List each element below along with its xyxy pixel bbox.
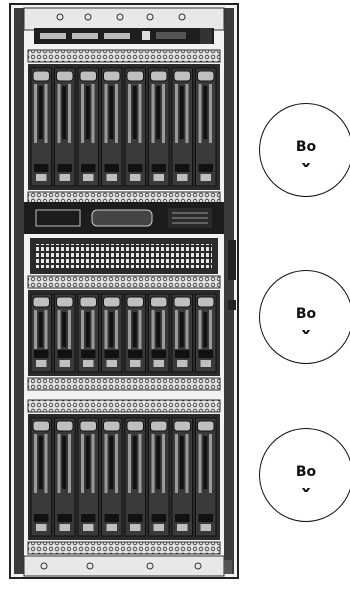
callout-circle-2: Box [259,270,350,364]
cage-vent-strip-top [27,275,221,289]
upper-drive-cage [27,49,221,205]
drive-bay [101,417,123,537]
vent-grille [30,238,218,274]
drive-bay [54,293,76,373]
rack-right-rail [224,8,234,574]
front-control-panel [34,28,214,44]
bottom-bezel [23,555,232,577]
drive-bay [171,67,193,187]
drive-bay [54,417,76,537]
callout-label-3: Box [295,464,317,492]
callout-label-1: Box [295,139,317,167]
cage-vent-strip-bottom [27,377,221,391]
drive-bay [124,67,146,187]
drive-bay [195,417,217,537]
middle-drive-cage [27,275,221,391]
drive-bay [195,293,217,373]
cage-vent-strip-top [27,399,221,413]
drive-bay [30,293,52,373]
callout-label-2: Box [295,306,317,334]
top-bezel [23,7,225,31]
drive-bay [77,293,99,373]
drive-bay [124,417,146,537]
drive-bay [77,417,99,537]
drive-bay [148,67,170,187]
drive-bay [101,67,123,187]
drive-bay [148,417,170,537]
rack-left-rail [14,8,24,574]
drive-bay [171,293,193,373]
middle-control-module [24,202,224,234]
drive-bay [148,293,170,373]
drive-bay [171,417,193,537]
drive-bay [30,417,52,537]
callout-circle-1: Box [259,103,350,197]
drive-bay [30,67,52,187]
cage-vent-strip-bottom [27,541,221,555]
drive-bay [54,67,76,187]
callout-circle-3: Box [259,428,350,522]
drive-bay [77,67,99,187]
cage-vent-strip-top [27,49,221,63]
drive-bay [195,67,217,187]
drive-bay [124,293,146,373]
drive-bay [101,293,123,373]
lower-drive-cage [27,399,221,555]
